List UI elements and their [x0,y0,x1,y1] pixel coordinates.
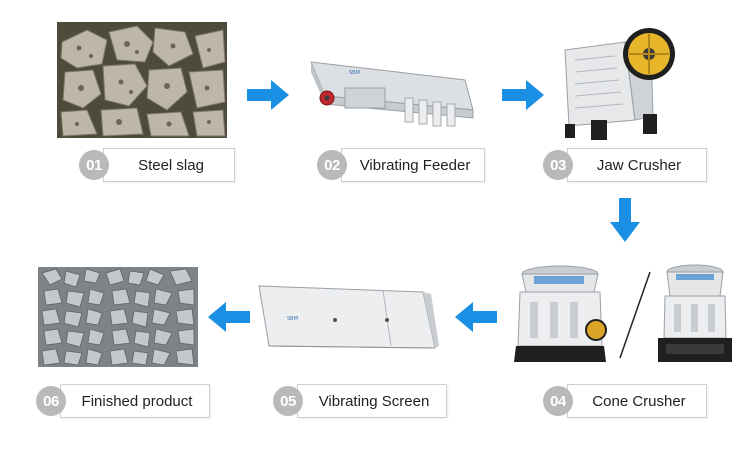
cone-crusher-image [514,264,732,362]
step-number-badge: 01 [79,150,109,180]
arrow-down-icon [610,198,640,242]
step-number-badge: 04 [543,386,573,416]
step-label-03: 03 Jaw Crusher [543,148,707,182]
step-title: Vibrating Screen [297,384,447,418]
arrow-right-1-icon [247,80,289,110]
vibrating-screen-image: SBM [258,285,439,349]
step-number-badge: 03 [543,150,573,180]
step-label-01: 01 Steel slag [79,148,235,182]
step-title: Jaw Crusher [567,148,707,182]
arrow-left-2-icon [208,302,250,332]
svg-text:SBM: SBM [349,70,360,76]
step-label-04: 04 Cone Crusher [543,384,707,418]
vibrating-feeder-image: SBM [310,61,474,127]
step-number-badge: 05 [273,386,303,416]
steel-slag-image [57,22,227,138]
step-title: Cone Crusher [567,384,707,418]
step-title: Finished product [60,384,210,418]
step-title: Vibrating Feeder [341,148,485,182]
arrow-right-2-icon [502,80,544,110]
svg-text:SBM: SBM [287,316,298,322]
step-label-02: 02 Vibrating Feeder [317,148,485,182]
arrow-left-1-icon [455,302,497,332]
step-title: Steel slag [103,148,235,182]
step-label-06: 06 Finished product [36,384,210,418]
jaw-crusher-image [564,28,675,140]
finished-product-image [38,267,198,367]
step-number-badge: 06 [36,386,66,416]
step-label-05: 05 Vibrating Screen [273,384,447,418]
step-number-badge: 02 [317,150,347,180]
